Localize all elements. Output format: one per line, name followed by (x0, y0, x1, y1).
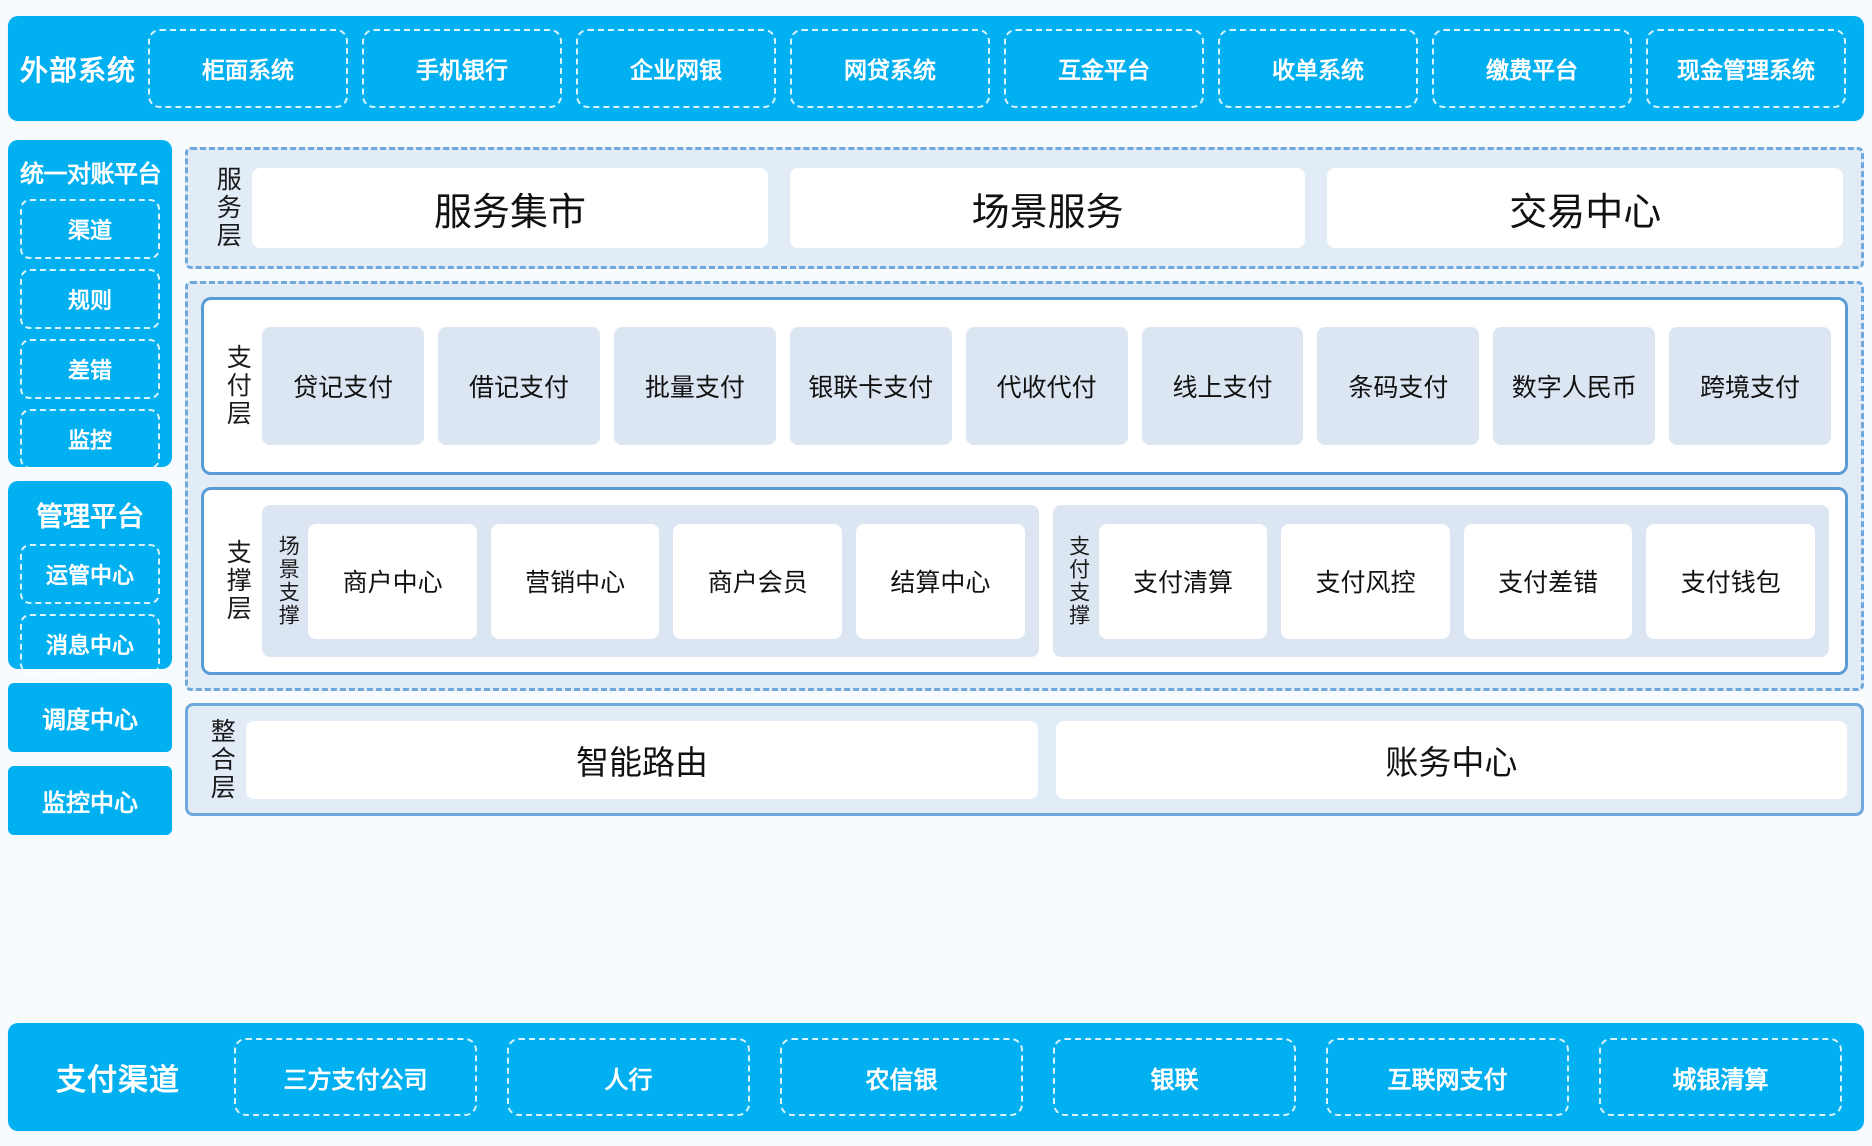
payment-card-online[interactable]: 线上支付 (1142, 327, 1304, 445)
scene-card-merchant-center[interactable]: 商户中心 (308, 524, 477, 639)
scene-support-group: 场景支撑 商户中心 营销中心 商户会员 结算中心 (262, 505, 1038, 657)
external-systems-title: 外部系统 (8, 49, 148, 89)
service-layer-label: 服务层 (202, 166, 252, 250)
integration-layer-cards: 智能路由 账务中心 (246, 721, 1847, 799)
channel-internet-payment[interactable]: 互联网支付 (1326, 1038, 1569, 1116)
payment-card-collection-payment[interactable]: 代收代付 (966, 327, 1128, 445)
pay-support-group: 支付支撑 支付清算 支付风控 支付差错 支付钱包 (1053, 505, 1829, 657)
left-column: 统一对账平台 渠道 规则 差错 监控 管理平台 运管中心 消息中心 调度中心 监… (8, 140, 172, 849)
integration-layer-label: 整合层 (196, 718, 246, 802)
external-system-fintech[interactable]: 互金平台 (1004, 29, 1204, 109)
service-card-transaction[interactable]: 交易中心 (1327, 168, 1843, 248)
external-systems-items: 柜面系统 手机银行 企业网银 网贷系统 互金平台 收单系统 缴费平台 现金管理系… (148, 16, 1864, 121)
payment-layer-box: 支付层 贷记支付 借记支付 批量支付 银联卡支付 代收代付 线上支付 条码支付 … (201, 297, 1848, 475)
pay-card-risk-control[interactable]: 支付风控 (1281, 524, 1450, 639)
pay-support-label: 支付支撑 (1057, 535, 1099, 627)
scene-card-marketing-center[interactable]: 营销中心 (491, 524, 660, 639)
integration-card-smart-routing[interactable]: 智能路由 (246, 721, 1037, 799)
recon-platform-title: 统一对账平台 (20, 148, 160, 199)
channel-pboc[interactable]: 人行 (507, 1038, 750, 1116)
payment-card-digital-rmb[interactable]: 数字人民币 (1493, 327, 1655, 445)
support-layer-box: 支撑层 场景支撑 商户中心 营销中心 商户会员 结算中心 支付支撑 支付清算 (201, 487, 1848, 675)
external-system-corporate-bank[interactable]: 企业网银 (576, 29, 776, 109)
external-systems-bar: 外部系统 柜面系统 手机银行 企业网银 网贷系统 互金平台 收单系统 缴费平台 … (8, 16, 1864, 121)
support-layer-groups: 场景支撑 商户中心 营销中心 商户会员 结算中心 支付支撑 支付清算 支付风控 … (262, 505, 1831, 657)
payment-layer-label: 支付层 (212, 344, 262, 428)
service-layer-panel: 服务层 服务集市 场景服务 交易中心 (185, 147, 1864, 269)
support-layer-label: 支撑层 (212, 539, 262, 623)
payment-channels-items: 三方支付公司 人行 农信银 银联 互联网支付 城银清算 (228, 1023, 1864, 1131)
recon-item-channel[interactable]: 渠道 (20, 199, 160, 259)
mgmt-platform-card: 管理平台 运管中心 消息中心 (8, 481, 172, 669)
external-system-cash-mgmt[interactable]: 现金管理系统 (1646, 29, 1846, 109)
recon-item-rule[interactable]: 规则 (20, 269, 160, 329)
scheduling-center-card[interactable]: 调度中心 (8, 683, 172, 752)
pay-card-exception[interactable]: 支付差错 (1464, 524, 1633, 639)
external-system-counter[interactable]: 柜面系统 (148, 29, 348, 109)
channel-rcc[interactable]: 农信银 (780, 1038, 1023, 1116)
integration-layer-panel: 整合层 智能路由 账务中心 (185, 703, 1864, 816)
pay-card-wallet[interactable]: 支付钱包 (1646, 524, 1815, 639)
payment-card-debit[interactable]: 借记支付 (438, 327, 600, 445)
recon-item-error[interactable]: 差错 (20, 339, 160, 399)
payment-card-barcode[interactable]: 条码支付 (1317, 327, 1479, 445)
external-system-online-loan[interactable]: 网贷系统 (790, 29, 990, 109)
external-system-acquiring[interactable]: 收单系统 (1218, 29, 1418, 109)
channel-third-party[interactable]: 三方支付公司 (234, 1038, 477, 1116)
payment-card-unionpay[interactable]: 银联卡支付 (790, 327, 952, 445)
mgmt-platform-title: 管理平台 (20, 489, 160, 544)
payment-card-batch[interactable]: 批量支付 (614, 327, 776, 445)
service-card-scenario[interactable]: 场景服务 (790, 168, 1306, 248)
mgmt-item-operations-center[interactable]: 运管中心 (20, 544, 160, 604)
payment-channels-bar: 支付渠道 三方支付公司 人行 农信银 银联 互联网支付 城银清算 (8, 1023, 1864, 1131)
scene-card-merchant-member[interactable]: 商户会员 (673, 524, 842, 639)
pay-support-cards: 支付清算 支付风控 支付差错 支付钱包 (1099, 524, 1815, 639)
channel-city-bank-clearing[interactable]: 城银清算 (1599, 1038, 1842, 1116)
channel-unionpay[interactable]: 银联 (1053, 1038, 1296, 1116)
payment-channels-title: 支付渠道 (8, 1055, 228, 1099)
external-system-mobile-bank[interactable]: 手机银行 (362, 29, 562, 109)
external-system-billpay[interactable]: 缴费平台 (1432, 29, 1632, 109)
service-layer-cards: 服务集市 场景服务 交易中心 (252, 168, 1847, 248)
scene-support-cards: 商户中心 营销中心 商户会员 结算中心 (308, 524, 1024, 639)
payment-card-credit[interactable]: 贷记支付 (262, 327, 424, 445)
pay-card-clearing[interactable]: 支付清算 (1099, 524, 1268, 639)
scene-support-label: 场景支撑 (266, 535, 308, 627)
monitoring-center-card[interactable]: 监控中心 (8, 766, 172, 835)
recon-item-monitor[interactable]: 监控 (20, 409, 160, 469)
payment-layer-cards: 贷记支付 借记支付 批量支付 银联卡支付 代收代付 线上支付 条码支付 数字人民… (262, 327, 1831, 445)
service-card-marketplace[interactable]: 服务集市 (252, 168, 768, 248)
recon-platform-card: 统一对账平台 渠道 规则 差错 监控 (8, 140, 172, 467)
integration-card-accounting[interactable]: 账务中心 (1056, 721, 1847, 799)
scene-card-settlement-center[interactable]: 结算中心 (856, 524, 1025, 639)
core-layers-panel: 支付层 贷记支付 借记支付 批量支付 银联卡支付 代收代付 线上支付 条码支付 … (185, 281, 1864, 691)
mgmt-item-message-center[interactable]: 消息中心 (20, 614, 160, 674)
payment-card-cross-border[interactable]: 跨境支付 (1669, 327, 1831, 445)
